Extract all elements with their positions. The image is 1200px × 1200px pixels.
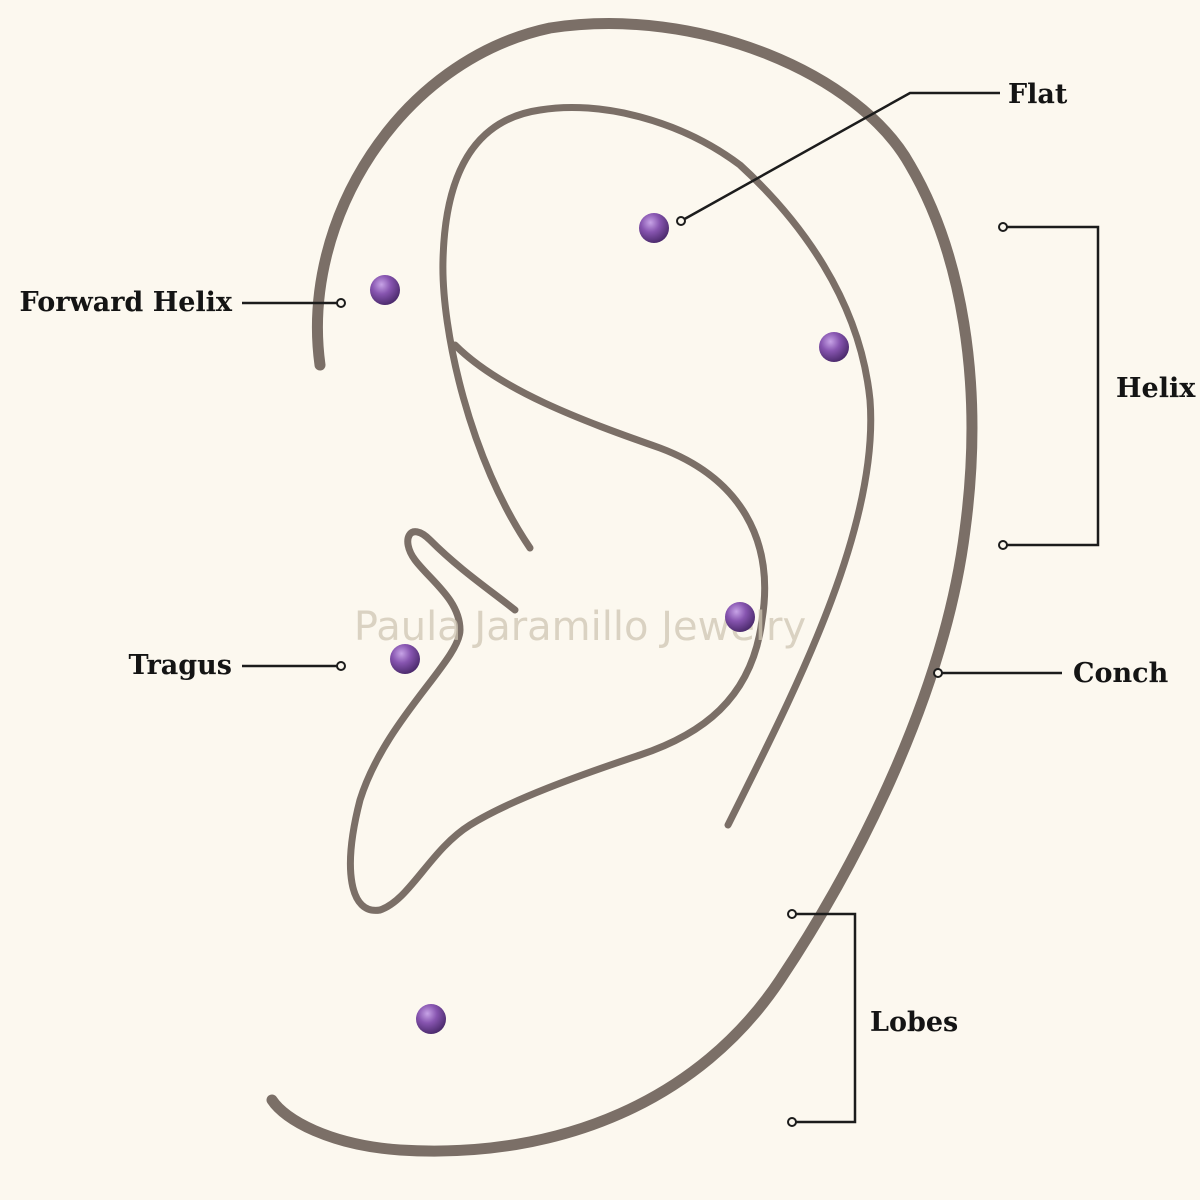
amethyst-stud-icon — [390, 644, 420, 674]
bracket-dot-lobes-bottom — [787, 1117, 797, 1127]
leader-line-flat — [680, 91, 1000, 223]
leader-dot-flat — [676, 216, 686, 226]
stud-flat[interactable] — [639, 213, 669, 243]
amethyst-stud-icon — [416, 1004, 446, 1034]
leader-dot-tragus — [336, 661, 346, 671]
amethyst-stud-icon — [639, 213, 669, 243]
amethyst-stud-icon — [370, 275, 400, 305]
stud-lobe[interactable] — [416, 1004, 446, 1034]
bracket-helix — [1007, 225, 1100, 547]
callout-helix: Helix — [998, 222, 1196, 550]
amethyst-stud-icon — [819, 332, 849, 362]
bracket-lobes — [796, 912, 857, 1124]
callout-conch: Conch — [933, 658, 1169, 689]
label-tragus: Tragus — [128, 650, 232, 681]
amethyst-stud-icon — [725, 602, 755, 632]
stud-helix[interactable] — [819, 332, 849, 362]
stud-tragus[interactable] — [390, 644, 420, 674]
stud-conch[interactable] — [725, 602, 755, 632]
label-helix: Helix — [1116, 373, 1196, 404]
bracket-dot-helix-bottom — [998, 540, 1008, 550]
callout-lobes: Lobes — [787, 909, 958, 1127]
leader-dot-conch — [933, 668, 943, 678]
ear-outline — [266, 18, 978, 1157]
bracket-dot-lobes-top — [787, 909, 797, 919]
callout-forward-helix: Forward Helix — [20, 287, 346, 318]
label-flat: Flat — [1008, 79, 1068, 110]
callout-tragus: Tragus — [128, 650, 346, 681]
bracket-dot-helix-top — [998, 222, 1008, 232]
label-conch: Conch — [1073, 658, 1169, 689]
ear-inner-rim-line — [439, 104, 875, 829]
ear-outer-helix-line — [266, 18, 978, 1157]
callout-flat: Flat — [676, 79, 1068, 226]
label-lobes: Lobes — [870, 1007, 958, 1038]
leader-dot-forward-helix — [336, 298, 346, 308]
label-forward-helix: Forward Helix — [20, 287, 233, 318]
ear-antihelix-line — [347, 341, 769, 914]
stud-forward-helix[interactable] — [370, 275, 400, 305]
